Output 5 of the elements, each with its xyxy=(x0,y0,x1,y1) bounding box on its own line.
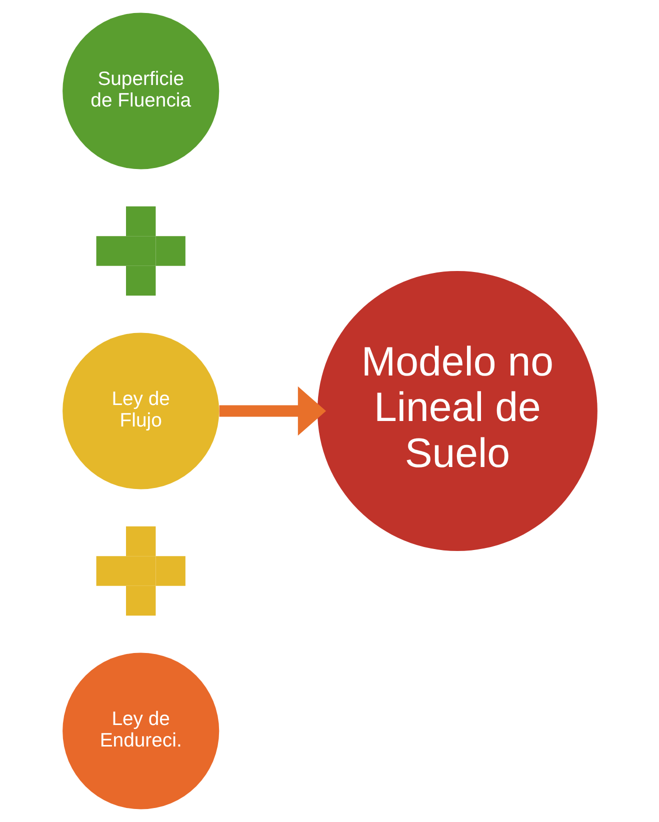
arrow xyxy=(218,386,326,436)
node-circle: Modelo no Lineal de Suelo xyxy=(316,271,597,551)
node-circle: Ley de Flujo xyxy=(62,332,219,490)
node-circle: Superficie de Fluencia xyxy=(62,12,219,170)
node-circle: Ley de Endureci. xyxy=(62,652,219,810)
